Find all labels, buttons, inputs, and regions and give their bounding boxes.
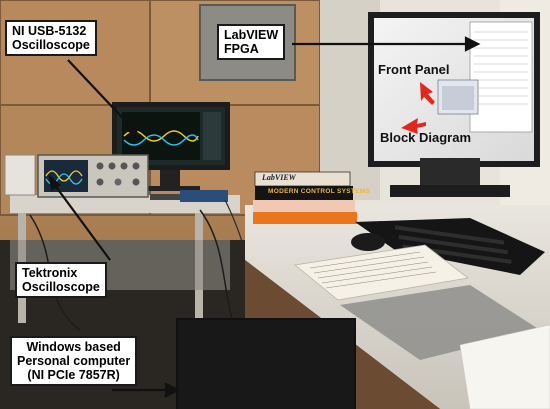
callout-pc-line1: Windows based bbox=[26, 340, 121, 354]
callout-tektronix-line1: Tektronix bbox=[22, 266, 78, 280]
front-panel-label: Front Panel bbox=[378, 62, 450, 77]
book-spine-labview: LabVIEW bbox=[262, 173, 296, 182]
callout-pc-line3: (NI PCIe 7857R) bbox=[27, 368, 120, 382]
arrow-ni-usb bbox=[67, 59, 135, 131]
callout-labview-line1: LabVIEW bbox=[224, 28, 279, 42]
callout-ni-usb-oscilloscope: NI USB-5132 Oscilloscope bbox=[5, 20, 97, 56]
callout-ni-usb-line1: NI USB-5132 bbox=[12, 24, 87, 38]
callout-labview-fpga: LabVIEW FPGA bbox=[217, 24, 286, 60]
callout-ni-usb-line2: Oscilloscope bbox=[12, 38, 90, 52]
callout-windows-pc: Windows based Personal computer (NI PCIe… bbox=[10, 336, 138, 386]
callout-tektronix-line2: Oscilloscope bbox=[22, 280, 100, 294]
mouse bbox=[351, 233, 385, 251]
book-spine-control: MODERN CONTROL SYSTEMS bbox=[268, 188, 371, 195]
callout-pc-line2: Personal computer bbox=[17, 354, 131, 368]
block-diagram-label: Block Diagram bbox=[380, 130, 472, 145]
red-arrows bbox=[401, 82, 435, 134]
callout-labview-line2: FPGA bbox=[224, 42, 259, 56]
callout-tektronix-oscilloscope: Tektronix Oscilloscope bbox=[15, 262, 107, 298]
arrow-tektronix bbox=[53, 183, 111, 261]
